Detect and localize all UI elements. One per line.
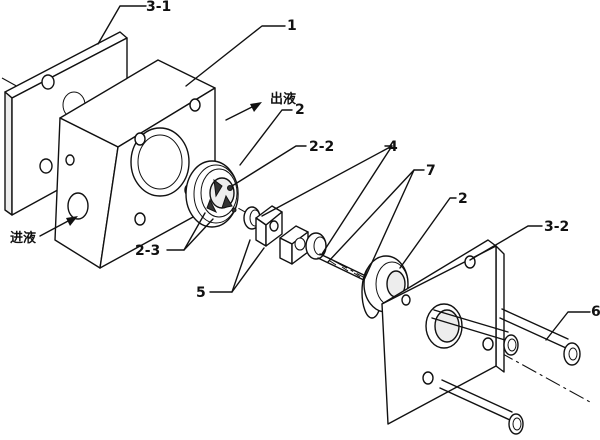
shaft-4-7 (317, 253, 371, 283)
bolts-6 (431, 308, 581, 435)
label-6: 6 (591, 304, 600, 320)
stator-assembly-2-left (185, 160, 239, 228)
label-2-top: 2 (295, 102, 305, 118)
label-2-right: 2 (458, 191, 468, 207)
label-2-3: 2-3 (135, 243, 160, 259)
outlet-arrow (225, 102, 262, 121)
end-plate-3-2 (381, 239, 505, 425)
label-4: 4 (388, 139, 398, 155)
label-5: 5 (196, 285, 206, 301)
pump-body-1 (54, 59, 216, 269)
inlet-arrow (39, 216, 78, 237)
rotor-parts-5 (243, 205, 327, 265)
leader-lines (97, 5, 591, 341)
label-3-2: 3-2 (544, 219, 569, 235)
label-1: 1 (287, 18, 297, 34)
label-2-2: 2-2 (309, 139, 334, 155)
label-3-1: 3-1 (146, 0, 171, 15)
stator-assembly-2-right (361, 255, 409, 319)
label-7: 7 (426, 163, 436, 179)
outlet-label: 出液 (270, 91, 296, 107)
inlet-label: 进液 (10, 230, 36, 246)
